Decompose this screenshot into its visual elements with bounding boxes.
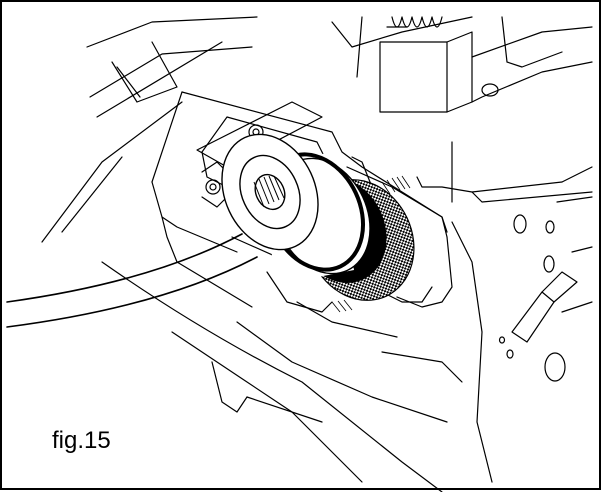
- figure-caption: fig.15: [50, 427, 113, 454]
